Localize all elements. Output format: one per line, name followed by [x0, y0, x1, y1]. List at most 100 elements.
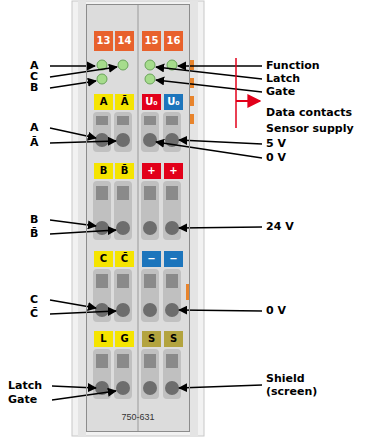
leader-arrow [156, 67, 262, 79]
wire-entry [95, 221, 109, 235]
supply-label: 0 V [266, 151, 286, 164]
module-body [86, 4, 190, 432]
signal-label: Ā [30, 136, 39, 149]
clamp [114, 269, 132, 322]
label-holder: 0 V [266, 151, 286, 164]
clamp [141, 349, 159, 399]
marker-text: B̄ [121, 165, 129, 177]
signal-label: C [30, 293, 38, 306]
led-label: Latch [266, 72, 300, 85]
data-contact [190, 78, 194, 88]
signal-label: B [30, 213, 38, 226]
wire-entry [143, 221, 157, 235]
marker-text: S [170, 333, 177, 345]
supply-marker: U₀ [142, 94, 161, 110]
wire-entry [165, 381, 179, 395]
clamp-slot [117, 274, 129, 288]
marker-text: − [147, 253, 155, 265]
signal-label: Gate [8, 393, 37, 406]
marker-text: G [120, 333, 128, 345]
terminal-number: 13 [94, 31, 113, 51]
terminal-number: 15 [142, 31, 161, 51]
wire-entry [116, 381, 130, 395]
leader-arrow [50, 230, 116, 234]
model-number: 750-631 [121, 412, 154, 422]
clamp [114, 112, 132, 152]
clamp-slot [96, 274, 108, 288]
leader-arrow [50, 220, 96, 226]
label-holder: 24 V [266, 220, 294, 233]
callout-label: Data contacts [266, 106, 352, 119]
shield-label: Shield (screen) [266, 372, 317, 398]
wire-entry [95, 133, 109, 147]
wire-entry [116, 133, 130, 147]
clamp-slot [96, 116, 108, 125]
clamp [163, 269, 181, 322]
marker-text: B [100, 165, 108, 177]
wire-entry [116, 303, 130, 317]
label-holder: Gate [266, 85, 295, 98]
label-holder: A [30, 121, 39, 134]
signal-label: B̄ [30, 227, 38, 240]
label-holder: Gate [8, 393, 37, 406]
supply-label: 24 V [266, 220, 294, 233]
marker-text: U₀ [145, 96, 158, 108]
leader-arrow [50, 311, 116, 314]
marker-text: + [147, 165, 155, 177]
clamp-slot [117, 186, 129, 200]
marker-text: C̄ [121, 253, 128, 265]
label-holder: B [30, 213, 38, 226]
signal-marker: C̄ [115, 251, 134, 267]
label-holder: Latch [266, 72, 300, 85]
signal-label: C̄ [30, 307, 38, 320]
data-contacts-bracket [235, 58, 237, 128]
leader-arrow [179, 310, 262, 311]
supply-marker: + [164, 163, 183, 179]
leader-arrow [50, 67, 117, 77]
clamp-slot [117, 116, 129, 125]
clamp-slot [117, 354, 129, 368]
wire-entry [95, 303, 109, 317]
shield-marker: S [142, 331, 161, 347]
marker-text: U₀ [167, 96, 180, 108]
signal-marker: A [94, 94, 113, 110]
signal-marker: Ā [115, 94, 134, 110]
clamp [141, 269, 159, 322]
led [145, 60, 155, 70]
label-holder: 0 V [266, 304, 286, 317]
clamp [163, 349, 181, 399]
clamps-row-c [93, 269, 181, 322]
leader-arrow [179, 140, 262, 144]
clamp [141, 181, 159, 240]
callout-label: Sensor supply [266, 122, 354, 135]
marker-text: − [169, 253, 177, 265]
clamp-slot [96, 354, 108, 368]
marker-text: 16 [167, 35, 181, 47]
led-label: B [30, 81, 38, 94]
leader-arrow [52, 386, 96, 388]
label-holder: C̄ [30, 307, 38, 320]
clamp-slot [166, 186, 178, 200]
label-holder: Function [266, 59, 320, 72]
label-holder: Ā [30, 136, 39, 149]
clamp [114, 349, 132, 399]
leader-arrow [50, 65, 95, 66]
marker-text: + [169, 165, 177, 177]
marker-text: A [100, 96, 108, 108]
supply-marker: − [164, 251, 183, 267]
supply-marker: + [142, 163, 161, 179]
clamps-row-a [93, 112, 181, 152]
label-holder: B [30, 81, 38, 94]
clamp [163, 181, 181, 240]
signal-marker: C [94, 251, 113, 267]
marker-text: 13 [97, 35, 111, 47]
signal-marker: B̄ [115, 163, 134, 179]
data-contact [190, 60, 194, 70]
label-holder: Shield (screen) [266, 372, 328, 398]
led-label: Function [266, 59, 320, 72]
marker-text: L [100, 333, 106, 345]
clamp [93, 112, 111, 152]
label-holder: 5 V [266, 137, 286, 150]
clamp-slot [166, 274, 178, 288]
